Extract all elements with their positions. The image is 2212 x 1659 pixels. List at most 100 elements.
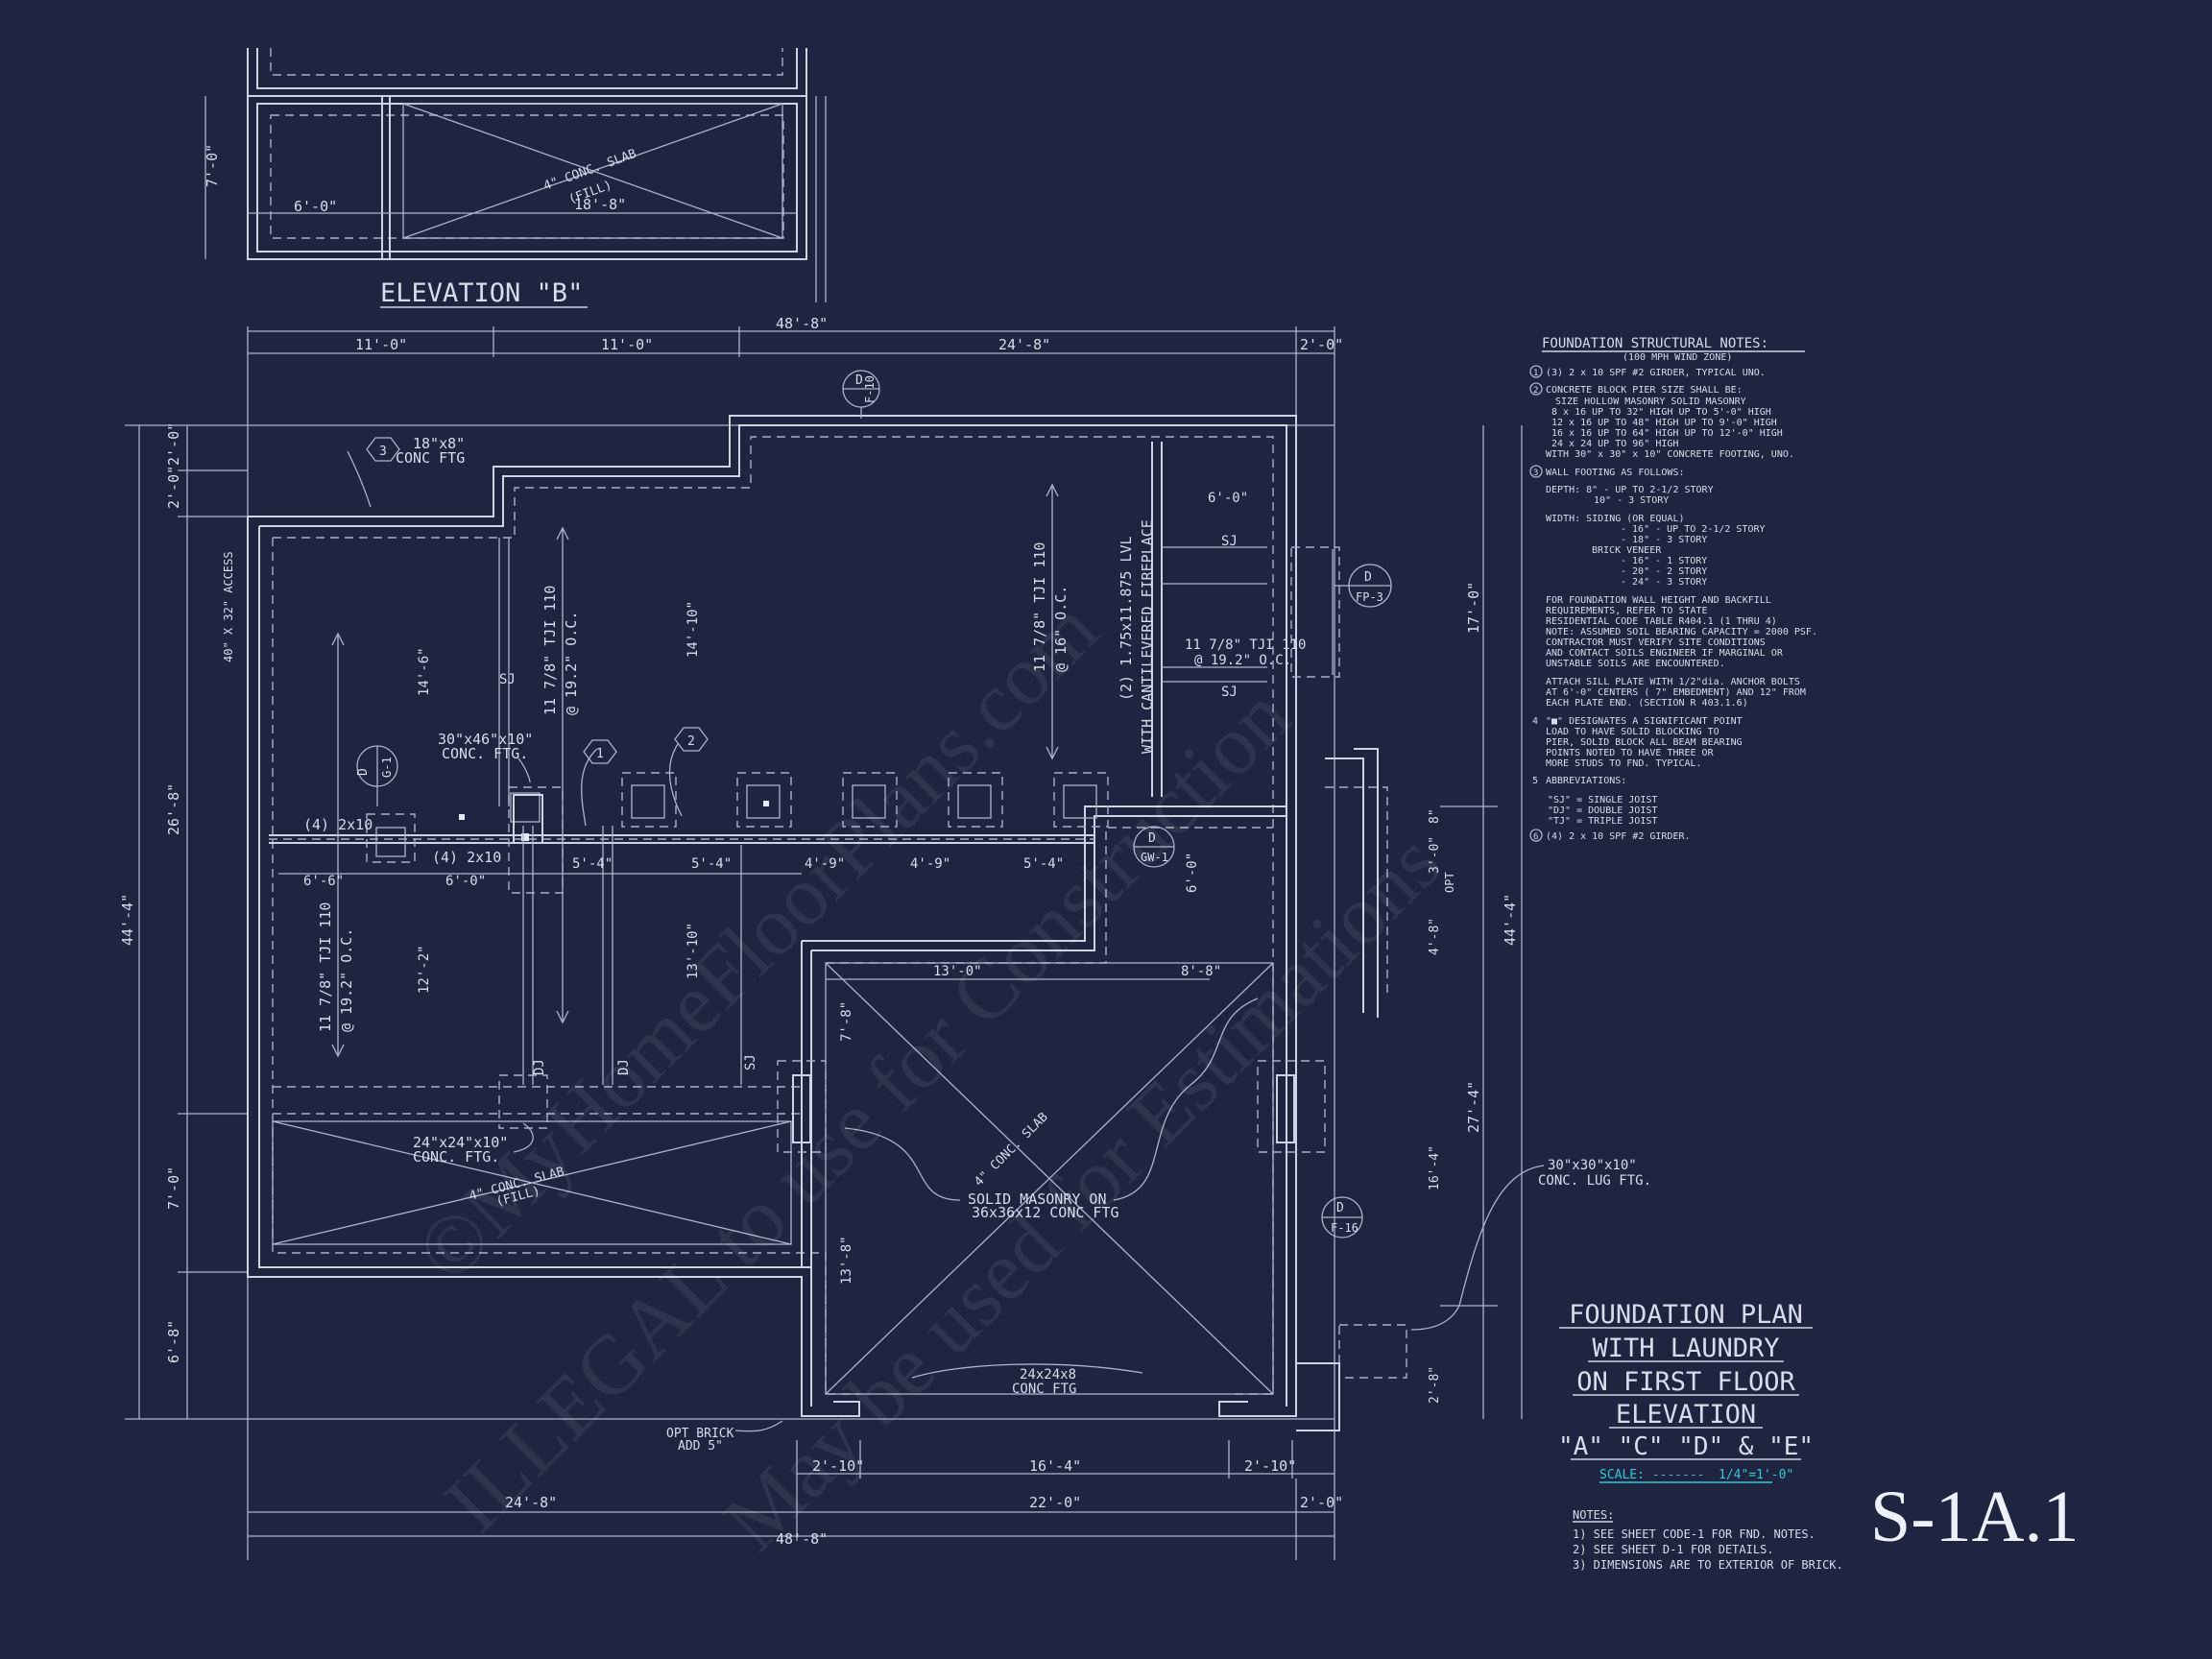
tji-mid-a: 11 7/8" TJI 110 [541,586,559,715]
note-line-36: "TJ" = TRIPLE JOIST [1548,816,1657,827]
dim-top-4: 2'-0" [1300,336,1343,353]
dim-bot-1: 2'-10" [812,1457,864,1475]
dim-top-2: 11'-0" [601,336,653,353]
dim-bot-2: 16'-4" [1029,1457,1081,1475]
marker-g1-code: G-1 [380,757,394,778]
girder-a-label: (4) 2x10 [303,816,373,833]
callout-1: 1 [583,739,617,764]
pier-24-ftg-label: CONC. FTG. [413,1148,499,1166]
elev-b-dim-7: 7'-0" [204,144,221,187]
dim-bot-6: 2'-0" [1300,1494,1343,1511]
dim-right-7: 2'-8" [1428,1366,1442,1404]
marker-f16-letter: D [1336,1201,1344,1215]
note-line-21: NOTE: ASSUMED SOIL BEARING CAPACITY = 20… [1546,627,1817,637]
dim-left-2: 2'-0" [165,466,182,509]
dim-top-overall: 48'-8" [776,315,828,332]
sj-bottom: SJ [743,1054,758,1070]
dim-left-1: 2'-0" [165,422,182,466]
sj-fp-bottom: SJ [1221,685,1238,700]
callout-3: 3 [366,437,400,462]
dj-a: DJ [532,1059,547,1075]
tji-left-a: 11 7/8" TJI 110 [317,902,334,1032]
note-line-30: PIER, SOLID BLOCK ALL BEAM BEARING [1546,737,1743,748]
detail-marker-g1: D G-1 [356,745,398,806]
dim-int-11: 5'-4" [1023,856,1064,872]
dim-right-2: 8" [1428,808,1442,824]
callout-1-number: 1 [596,747,604,761]
note-line-35: "DJ" = DOUBLE JOIST [1548,805,1657,816]
note-line-5: 16 x 16 UP TO 64" HIGH UP TO 12'-0" HIGH [1551,428,1783,439]
tji-fp-a: 11 7/8" TJI 110 [1185,637,1306,653]
footnote-1: 1) SEE SHEET CODE-1 FOR FND. NOTES. [1573,1527,1815,1541]
joist-arrows [331,483,1267,1085]
note-line-33: ABBREVIATIONS: [1546,776,1626,786]
dim-left-4: 7'-0" [165,1166,182,1210]
pier-24-label: 24"x24"x10" [413,1134,508,1151]
marker-gw1-letter: D [1148,831,1156,846]
dim-left-5: 6'-8" [165,1320,182,1363]
note-line-18: FOR FOUNDATION WALL HEIGHT AND BACKFILL [1546,595,1771,606]
tji-mid-b: @ 19.2" O.C. [563,612,580,715]
plan-title-line-1: FOUNDATION PLAN [1569,1300,1803,1330]
lug-a: 30"x30"x10" [1548,1158,1637,1173]
lvl-a: (2) 1.75x11.875 LVL [1118,536,1135,701]
ftg-24-b: CONC FTG [1012,1382,1076,1397]
note-line-26: AT 6'-0" CENTERS ( 7" EMBEDMENT) AND 12"… [1546,687,1806,698]
tji-right-b: @ 16" O.C. [1052,586,1070,672]
note-num-4: 4 [1532,716,1538,727]
note-line-15: - 16" - 1 STORY [1621,556,1707,566]
scale-value: 1/4"=1'-0" [1719,1468,1793,1482]
pier-30-label: 30"x46"x10" [438,731,533,748]
note-line-22: CONTRACTOR MUST VERIFY SITE CONDITIONS [1546,637,1766,648]
note-line-0: (3) 2 x 10 SPF #2 GIRDER, TYPICAL UNO. [1546,368,1766,378]
slab-areas [272,962,1274,1395]
note-num-5: 5 [1532,776,1538,786]
structural-notes: FOUNDATION STRUCTURAL NOTES: (100 MPH WI… [1529,336,1817,842]
note-line-7: WITH 30" x 30" x 10" CONCRETE FOOTING, U… [1546,449,1794,460]
dim-int-10: 4'-9" [910,856,950,872]
girder-and-piers [269,772,1326,1153]
leader-lines [347,450,1545,1432]
tji-right-a: 11 7/8" TJI 110 [1031,542,1048,672]
elev-b-dim-18: 18'-8" [574,196,626,213]
marker-gw1-code: GW-1 [1141,851,1168,864]
detail-marker-f16: D F-16 [1321,1196,1363,1238]
dim-int-7: 5'-4" [572,856,613,872]
dim-right-opt: OPT [1443,872,1456,893]
note-line-23: AND CONTACT SOILS ENGINEER IF MARGINAL O… [1546,648,1784,659]
dim-int-3: 6'-6" [303,874,344,889]
elev-b-dim-6: 6'-0" [294,198,337,215]
sj-left: SJ [499,672,516,687]
dj-b: DJ [616,1059,632,1075]
note-line-34: "SJ" = SINGLE JOIST [1548,795,1657,805]
footnotes-heading: NOTES: [1573,1508,1614,1522]
callout-2: 2 [674,727,709,752]
masonry-b: 36x36x12 CONC FTG [972,1204,1119,1221]
dim-int-13: 13'-0" [933,964,982,979]
conc-ftg-label: CONC FTG [396,449,465,467]
marker-fp3-code: FP-3 [1356,590,1383,604]
note-num-1: 1 [1533,369,1538,378]
plan-title-line-5: "A" "C" "D" & "E" [1558,1432,1814,1461]
marker-f10-letter: D [855,373,863,388]
footnote-2: 2) SEE SHEET D-1 FOR DETAILS. [1573,1543,1774,1556]
footing-18-label: 18"x8" [413,435,465,452]
note-line-20: RESIDENTIAL CODE TABLE R404.1 (1 THRU 4) [1546,616,1777,627]
dim-right-1: 17'-0" [1465,582,1482,634]
dim-top-3: 24'-8" [998,336,1050,353]
dim-int-6: 13'-10" [685,923,701,979]
note-line-24: UNSTABLE SOILS ARE ENCOUNTERED. [1546,659,1725,669]
dim-right-6: 16'-4" [1428,1145,1442,1190]
plan-title-line-4: ELEVATION [1616,1400,1756,1430]
dim-right-overall: 44'-4" [1502,894,1519,946]
dim-int-4: 6'-0" [445,874,486,889]
scale-label: SCALE: ------- [1599,1468,1705,1482]
note-line-1: CONCRETE BLOCK PIER SIZE SHALL BE: [1546,385,1743,396]
tji-fp-b: @ 19.2" O.C. [1194,653,1291,668]
note-line-10: 10" - 3 STORY [1594,495,1669,506]
plan-title-line-2: WITH LAUNDRY [1592,1334,1779,1363]
note-line-3: 8 x 16 UP TO 32" HIGH UP TO 5'-0" HIGH [1551,407,1771,418]
marker-g1-letter: D [356,768,371,776]
dim-top-1: 11'-0" [355,336,407,353]
